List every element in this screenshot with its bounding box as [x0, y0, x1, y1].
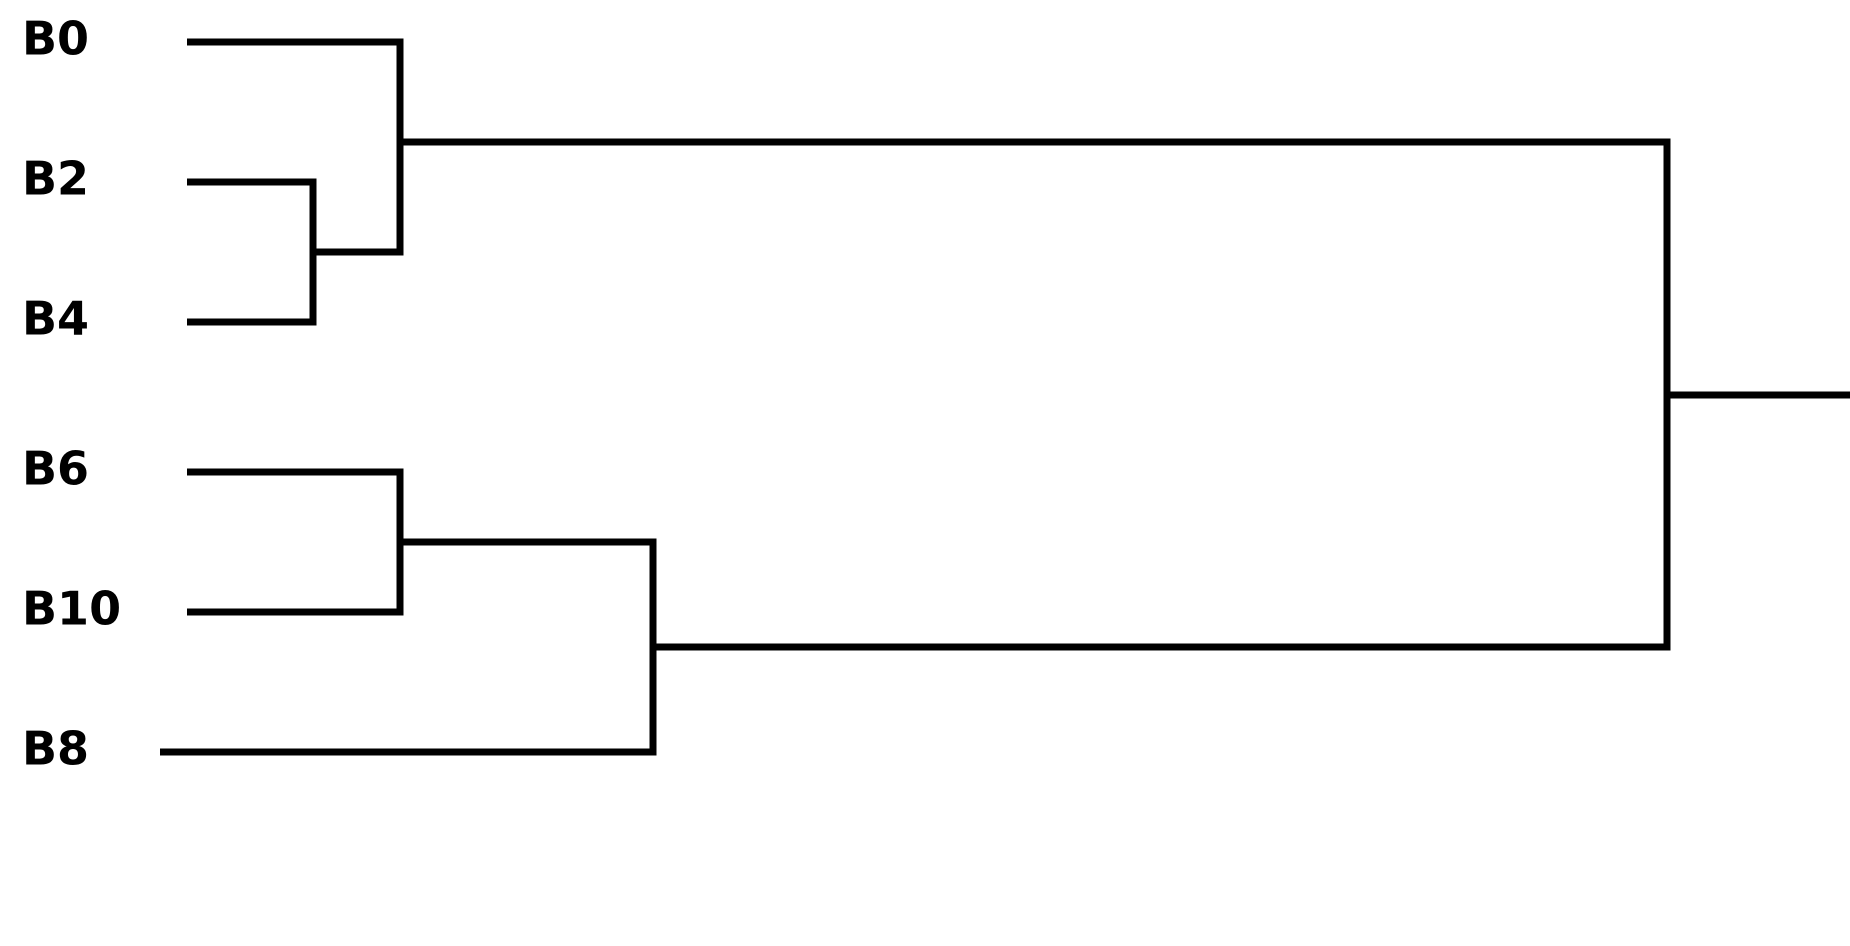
leaf-label-b10: B10: [22, 582, 121, 636]
cluster-link-root: [1663, 138, 1850, 651]
cluster-link-b2-b4: [187, 178, 400, 326]
leaf-label-b6: B6: [22, 442, 89, 496]
leaf-label-b2: B2: [22, 152, 89, 206]
leaf-label-b0: B0: [22, 12, 89, 66]
cluster-link-b0-n1: [187, 38, 1667, 256]
leaf-label-b8: B8: [22, 722, 89, 776]
cluster-link-n3-b8: [160, 538, 1667, 756]
cluster-link-b6-b10: [187, 468, 653, 616]
leaf-label-b4: B4: [22, 292, 89, 346]
